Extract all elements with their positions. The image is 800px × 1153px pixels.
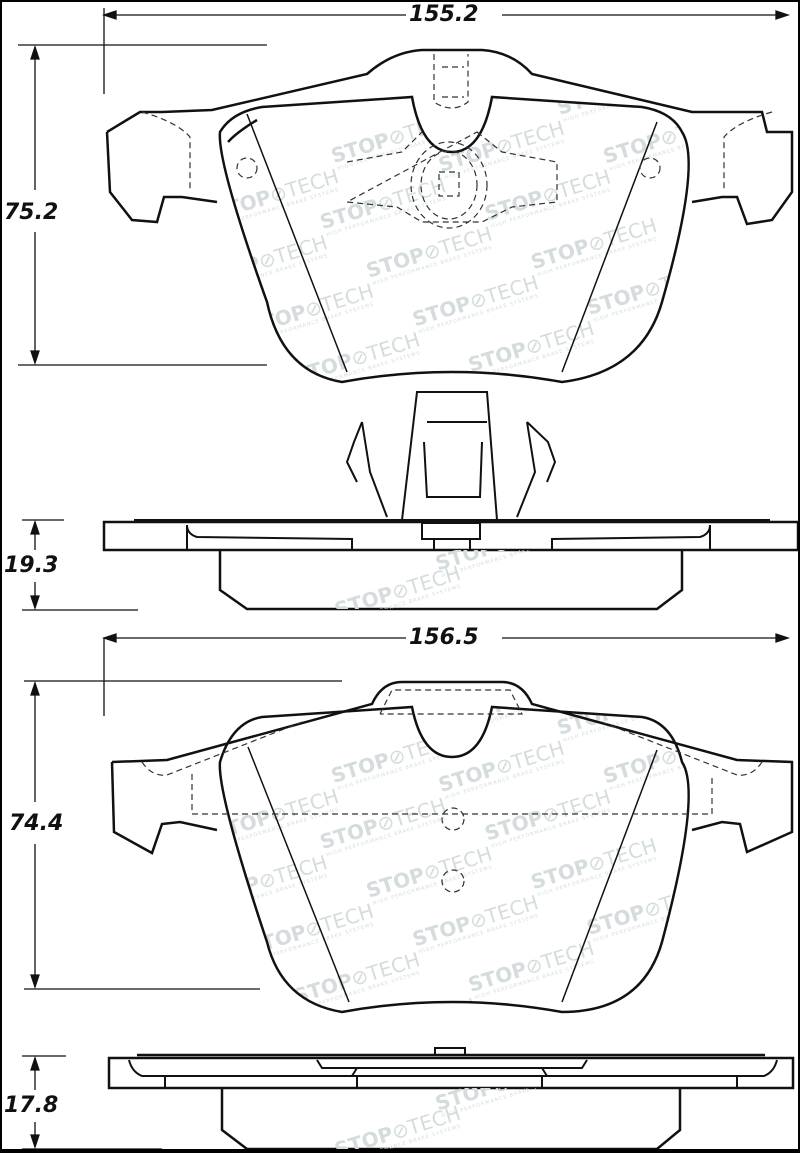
pad2-thickness-dimension	[22, 1055, 162, 1149]
pad1-height-label: 75.2	[2, 200, 61, 225]
pad2-side-watermarks	[230, 1088, 566, 1149]
pad2-height-label: 74.4	[7, 811, 66, 836]
pad2-friction-outline	[218, 705, 690, 1014]
pad2-dimension-lines	[24, 633, 791, 990]
pad2-side-view	[107, 1047, 795, 1149]
pad1-backing-plate-outline	[105, 48, 794, 226]
pad1-watermarks	[219, 97, 689, 382]
pad1-side-view	[102, 391, 798, 611]
pad2-hidden-lines	[141, 689, 763, 893]
pad1-thickness-dimension	[22, 519, 138, 611]
pad1-width-label: 155.2	[407, 2, 481, 27]
pad1-dimension-lines	[18, 8, 791, 366]
pad1-thickness-label: 19.3	[2, 553, 61, 578]
pad2-thickness-label: 17.8	[2, 1093, 61, 1118]
pad2-watermarks	[219, 707, 689, 1012]
pad2-chamfer-lines	[247, 746, 658, 1003]
pad2-width-label: 156.5	[407, 625, 481, 650]
pad1-hidden-lines	[141, 54, 773, 229]
pad2-backing-plate-outline	[110, 680, 794, 855]
